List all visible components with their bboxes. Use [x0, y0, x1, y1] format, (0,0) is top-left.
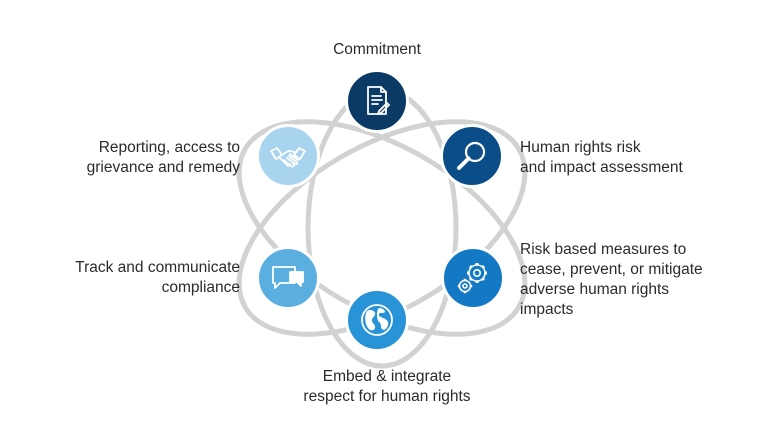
step-node-embed	[345, 288, 409, 352]
step-label-assessment: Human rights risk and impact assessment	[520, 139, 683, 176]
gears-icon	[453, 258, 493, 298]
chat-bubbles-icon	[268, 258, 308, 298]
document-pen-icon	[359, 83, 395, 119]
step-label-commitment: Commitment	[333, 41, 421, 58]
step-label-track: Track and communicate compliance	[75, 259, 240, 296]
orbit-diagonal-left	[236, 119, 528, 337]
step-node-track	[256, 246, 320, 310]
handshake-icon	[267, 135, 309, 177]
step-label-reporting: Reporting, access to grievance and remed…	[86, 139, 240, 176]
magnifying-glass-icon	[453, 137, 491, 175]
step-node-assessment	[440, 124, 504, 188]
step-label-embed: Embed & integrate respect for human righ…	[303, 368, 471, 405]
orbit-diagonal-right	[236, 119, 528, 337]
globe-icon	[357, 300, 397, 340]
step-node-commitment	[345, 69, 409, 133]
step-node-measures	[441, 246, 505, 310]
step-label-measures: Risk based measures to cease, prevent, o…	[520, 241, 703, 318]
step-node-reporting	[256, 124, 320, 188]
